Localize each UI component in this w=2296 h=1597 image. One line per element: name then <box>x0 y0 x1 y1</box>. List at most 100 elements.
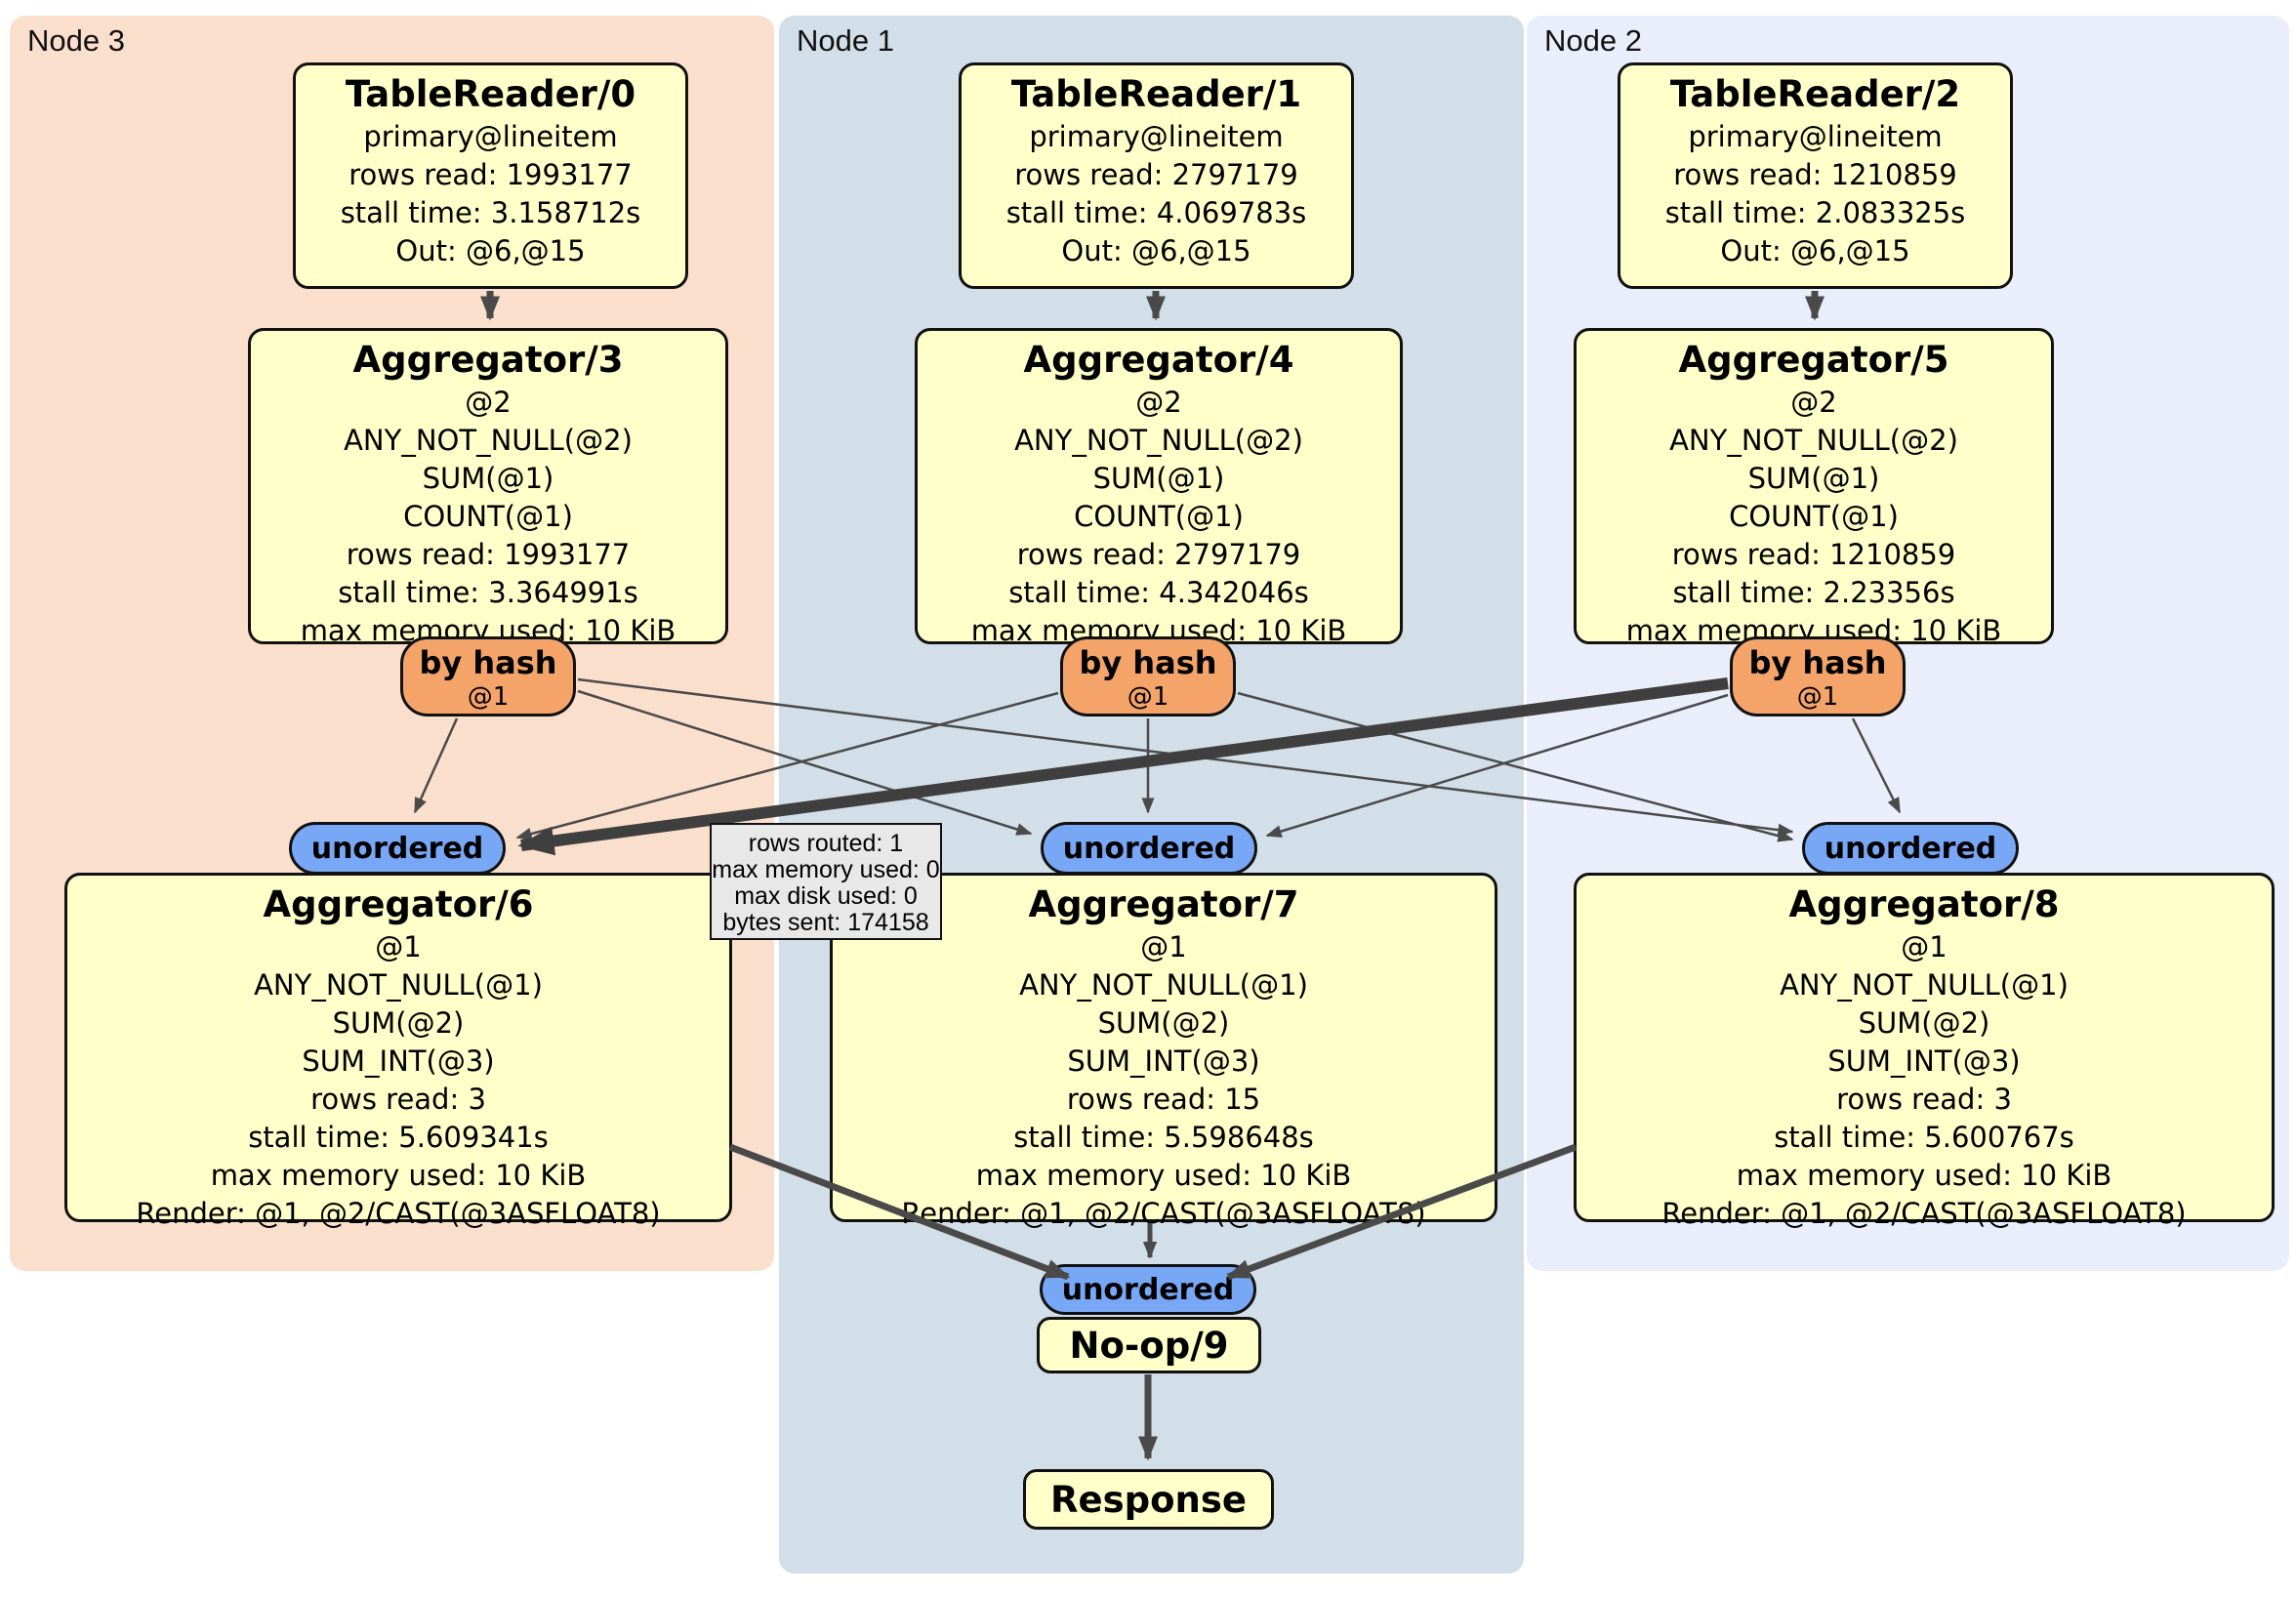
text-line: ANY_NOT_NULL(@2) <box>344 424 633 457</box>
router-label: by hash <box>1748 644 1887 681</box>
text-line: stall time: 3.158712s <box>340 196 641 229</box>
text-line: SUM_INT(@3) <box>302 1044 495 1078</box>
text-line: SUM(@2) <box>1858 1006 1990 1040</box>
text-line: stall time: 4.069783s <box>1005 196 1307 229</box>
processor-title: TableReader/2 <box>1669 73 1961 115</box>
text-line: Render: @1, @2/CAST(@3ASFLOAT8) <box>136 1197 661 1230</box>
text-line: stall time: 5.600767s <box>1774 1121 2074 1154</box>
text-line: @1 <box>1901 930 1948 963</box>
text-line: Render: @1, @2/CAST(@3ASFLOAT8) <box>901 1197 1426 1230</box>
text-line: max memory used: 10 KiB <box>1736 1159 2112 1192</box>
processor-title: Aggregator/5 <box>1678 339 1949 381</box>
edge-byhash2-unordered1[interactable] <box>1265 693 1729 838</box>
edge-agg6-unordered-output[interactable] <box>728 1143 1071 1281</box>
response-box[interactable]: Response <box>1023 1469 1274 1530</box>
text-line: rows routed: 1 <box>748 830 904 857</box>
stream-label: unordered <box>1062 831 1236 866</box>
edge-byhash3-unordered3[interactable] <box>413 717 459 814</box>
text-line: Out: @6,@15 <box>1720 234 1910 267</box>
text-line: primary@lineitem <box>363 120 618 153</box>
text-line: ANY_NOT_NULL(@2) <box>1669 424 1958 457</box>
processor-title: No-op/9 <box>1069 1324 1229 1367</box>
router-by-hash-node2[interactable]: by hash @1 <box>1730 636 1906 717</box>
text-line: rows read: 1210859 <box>1673 158 1957 191</box>
processor-tablereader-2[interactable]: TableReader/2 primary@lineitem rows read:… <box>1618 62 2013 289</box>
stream-unordered-node2[interactable]: unordered <box>1802 822 2019 875</box>
text-line: @2 <box>465 386 512 419</box>
text-line: stall time: 2.083325s <box>1664 196 1966 229</box>
node-2-label: Node 2 <box>1544 23 1642 58</box>
stream-unordered-node3[interactable]: unordered <box>289 822 506 875</box>
router-label: by hash <box>1079 644 1217 681</box>
text-line: primary@lineitem <box>1029 120 1284 153</box>
text-line: primary@lineitem <box>1688 120 1943 153</box>
text-line: rows read: 2797179 <box>1016 538 1301 571</box>
processor-stat-lines: primary@lineitem rows read: 1210859 stall … <box>1620 118 2010 270</box>
router-label: by hash <box>419 644 557 681</box>
processor-title: Aggregator/8 <box>1788 883 2060 925</box>
text-line: Out: @6,@15 <box>395 234 586 267</box>
text-line: rows read: 1993177 <box>348 158 633 191</box>
edge-byhash2-unordered2[interactable] <box>1851 717 1902 814</box>
text-line: @1 <box>375 930 422 963</box>
processor-noop-9[interactable]: No-op/9 <box>1037 1317 1261 1373</box>
text-line: SUM_INT(@3) <box>1067 1044 1260 1078</box>
text-line: COUNT(@1) <box>403 500 573 533</box>
text-line: rows read: 3 <box>1836 1083 2012 1116</box>
text-line: max memory used: 10 KiB <box>975 1159 1352 1192</box>
text-line: stall time: 3.364991s <box>338 576 638 609</box>
edge-byhash1-unordered2[interactable] <box>1237 691 1794 842</box>
text-line: rows read: 1210859 <box>1671 538 1956 571</box>
router-key: @1 <box>467 682 510 712</box>
text-line: Render: @1, @2/CAST(@3ASFLOAT8) <box>1661 1197 2187 1230</box>
edge-byhash2-unordered3-highlighted[interactable] <box>517 677 1729 856</box>
router-by-hash-node3[interactable]: by hash @1 <box>400 636 576 717</box>
processor-title: Response <box>1050 1478 1247 1521</box>
text-line: SUM(@2) <box>332 1006 465 1040</box>
edge-byhash1-unordered3[interactable] <box>515 691 1059 840</box>
processor-stat-lines: primary@lineitem rows read: 1993177 stall … <box>296 118 685 270</box>
stream-unordered-node1[interactable]: unordered <box>1041 822 1257 875</box>
text-line: rows read: 1993177 <box>346 538 631 571</box>
text-line: stall time: 5.598648s <box>1013 1121 1314 1154</box>
text-line: COUNT(@1) <box>1729 500 1899 533</box>
router-by-hash-node1[interactable]: by hash @1 <box>1060 636 1236 717</box>
text-line: Out: @6,@15 <box>1061 234 1251 267</box>
edge-agg8-unordered-output[interactable] <box>1225 1143 1578 1281</box>
text-line: SUM_INT(@3) <box>1827 1044 2021 1078</box>
text-line: ANY_NOT_NULL(@1) <box>1780 968 2069 1002</box>
text-line: SUM(@1) <box>1092 462 1225 495</box>
processor-title: TableReader/1 <box>1010 73 1302 115</box>
processor-title: TableReader/0 <box>345 73 636 115</box>
processor-tablereader-1[interactable]: TableReader/1 primary@lineitem rows read:… <box>959 62 1354 289</box>
stream-unordered-output[interactable]: unordered <box>1040 1264 1256 1315</box>
text-line: ANY_NOT_NULL(@1) <box>254 968 543 1002</box>
text-line: stall time: 2.23356s <box>1672 576 1955 609</box>
text-line: @2 <box>1790 386 1837 419</box>
edge-byhash3-unordered1[interactable] <box>577 689 1033 836</box>
text-line: rows read: 2797179 <box>1014 158 1298 191</box>
text-line: bytes sent: 174158 <box>722 909 929 936</box>
router-key: @1 <box>1796 682 1839 712</box>
text-line: SUM(@2) <box>1097 1006 1230 1040</box>
text-line: ANY_NOT_NULL(@1) <box>1019 968 1308 1002</box>
processor-tablereader-0[interactable]: TableReader/0 primary@lineitem rows read:… <box>293 62 688 289</box>
text-line: @2 <box>1135 386 1182 419</box>
node-1-label: Node 1 <box>797 23 894 58</box>
processor-title: Aggregator/4 <box>1023 339 1294 381</box>
text-line: COUNT(@1) <box>1074 500 1244 533</box>
text-line: rows read: 15 <box>1066 1083 1261 1116</box>
